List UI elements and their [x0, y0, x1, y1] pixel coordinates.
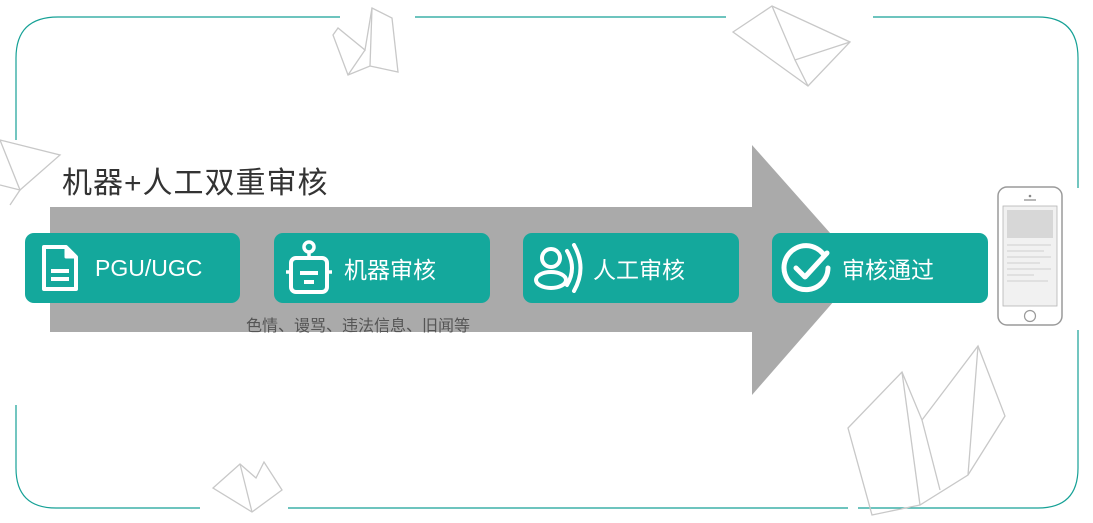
step-label: 人工审核: [593, 257, 685, 283]
phone-icon: [997, 186, 1063, 326]
step-approved: 审核通过: [772, 233, 988, 303]
step-pgu-ugc: PGU/UGC: [25, 233, 240, 303]
paper-decorations: [0, 5, 1006, 516]
frame-border: [15, 16, 1079, 509]
step-label: 机器审核: [344, 257, 436, 283]
step-machine-review: 机器审核: [274, 233, 490, 303]
robot-icon: [274, 233, 344, 303]
diagram-title: 机器+人工双重审核: [62, 167, 329, 200]
step-label: 审核通过: [842, 257, 934, 283]
review-note: 色情、谩骂、违法信息、旧闻等: [246, 318, 471, 335]
person-voice-icon: [523, 233, 593, 303]
document-icon: [25, 233, 95, 303]
step-manual-review: 人工审核: [523, 233, 739, 303]
step-label: PGU/UGC: [95, 254, 203, 281]
check-circle-icon: [772, 233, 842, 303]
